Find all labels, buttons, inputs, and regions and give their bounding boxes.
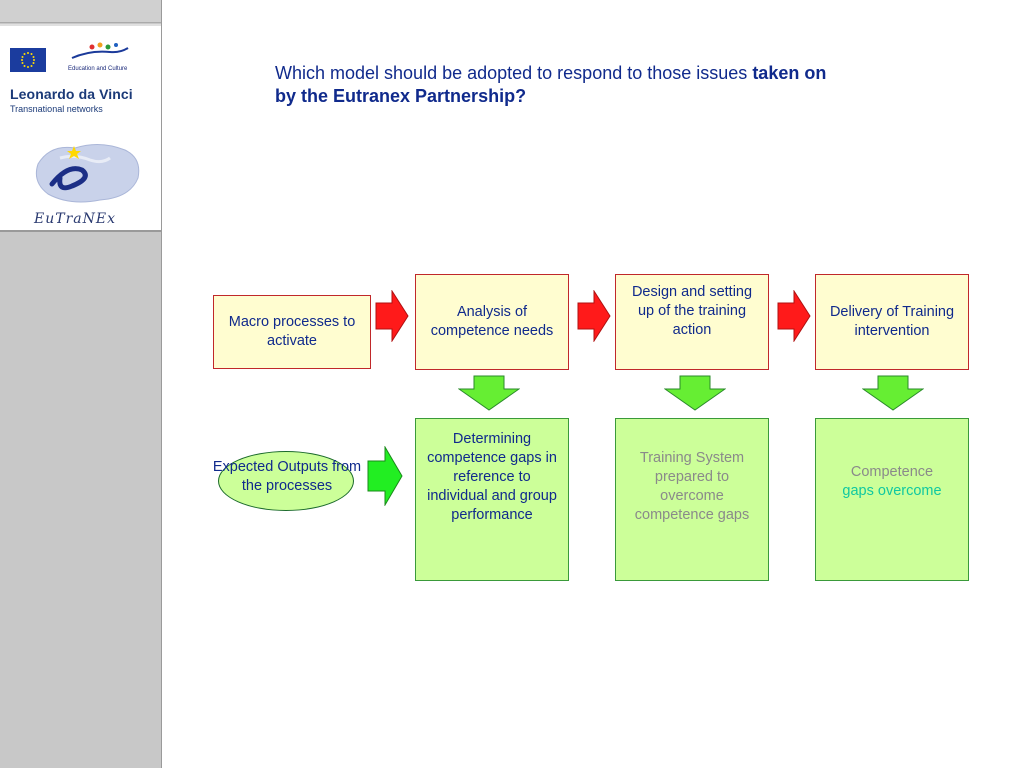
expected-outputs-label: Expected Outputs from the processes (212, 459, 362, 494)
project-name: EuTraNEx (34, 211, 116, 227)
output-determining-gaps: Determining competence gaps in reference… (427, 431, 557, 523)
output-box-determining-gaps: Determining competence gaps in reference… (415, 418, 569, 581)
title-bold: taken on by the Eutranex Partnership? (275, 63, 827, 106)
green-arrow-down-icon (458, 375, 520, 411)
macro-processes-label-box: Macro processes to activate (213, 295, 371, 369)
red-arrow-right-icon (577, 290, 611, 342)
final-output-line2: gaps overcome (842, 483, 942, 499)
logo-panel: Education and Culture Leonardo da Vinci … (0, 24, 161, 232)
green-arrow-right-icon (367, 446, 403, 506)
green-arrow-down-icon (664, 375, 726, 411)
output-training-system: Training System prepared to overcome com… (634, 450, 750, 523)
eu-flag-icon (10, 48, 46, 72)
program-subtitle: Transnational networks (10, 104, 103, 114)
process-box-analysis: Analysis of competence needs (415, 274, 569, 370)
process-step-design: Design and setting up of the training ac… (631, 284, 753, 338)
red-arrow-right-icon (777, 290, 811, 342)
program-title: Leonardo da Vinci (10, 86, 133, 102)
process-box-design: Design and setting up of the training ac… (615, 274, 769, 370)
process-step-delivery: Delivery of Training intervention (829, 304, 955, 339)
process-step-analysis: Analysis of competence needs (430, 304, 554, 339)
eutranex-map-logo-icon (30, 134, 146, 212)
ec-label: Education and Culture (68, 66, 128, 72)
red-arrow-right-icon (375, 290, 409, 342)
education-culture-logo-icon (70, 42, 130, 64)
output-box-competence-gaps-overcome: Competence gaps overcome (815, 418, 969, 581)
green-arrow-down-icon (862, 375, 924, 411)
page-title: Which model should be adopted to respond… (275, 62, 835, 108)
sidebar-top-band (0, 0, 161, 23)
title-normal: Which model should be adopted to respond… (275, 63, 753, 83)
process-box-delivery: Delivery of Training intervention (815, 274, 969, 370)
final-output-text: Competence gaps overcome (836, 463, 947, 501)
final-output-line1: Competence (850, 464, 934, 480)
sidebar: Education and Culture Leonardo da Vinci … (0, 0, 162, 768)
output-box-training-system: Training System prepared to overcome com… (615, 418, 769, 581)
expected-outputs-oval (218, 451, 354, 511)
macro-processes-label: Macro processes to activate (228, 314, 356, 349)
